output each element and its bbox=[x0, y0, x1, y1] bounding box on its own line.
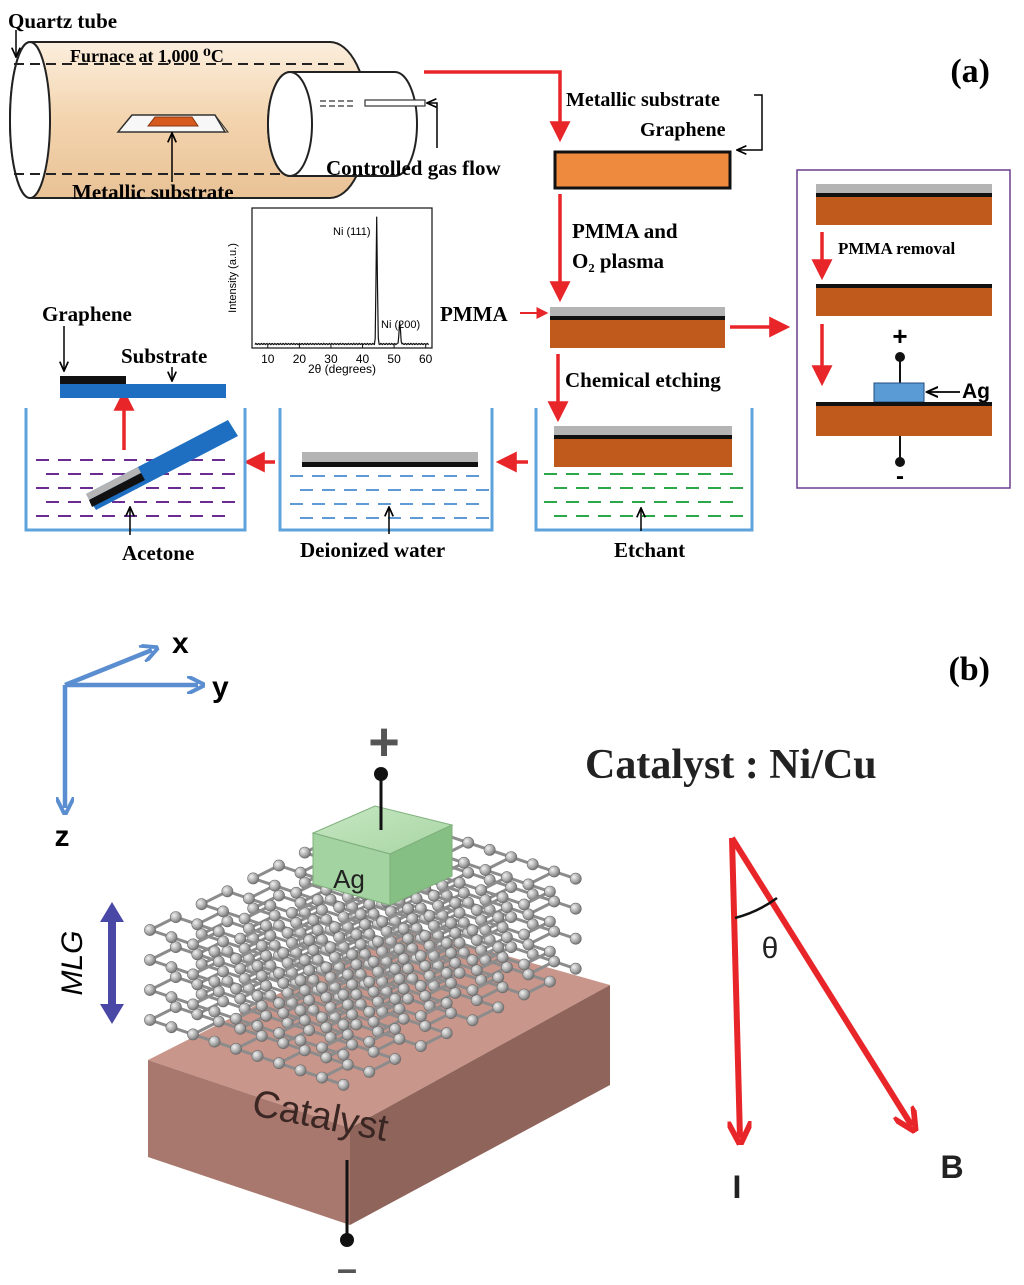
gas-flow-label: Controlled gas flow bbox=[326, 156, 501, 180]
removal-plus-sign: + bbox=[892, 321, 907, 351]
furnace-opening bbox=[9, 41, 51, 199]
ag-contact-label: Ag bbox=[962, 380, 990, 403]
water-beaker: Deionized water bbox=[278, 408, 494, 562]
deionized-water-label: Deionized water bbox=[300, 538, 445, 562]
xrd-trace bbox=[254, 216, 429, 346]
theta-label: θ bbox=[762, 932, 779, 965]
quartz-tube-label: Quartz tube bbox=[8, 9, 117, 33]
water-liquid bbox=[290, 475, 489, 519]
mlg-label: MLG bbox=[56, 930, 89, 995]
coordinate-axes: x y z bbox=[55, 627, 230, 853]
xrd-plot-frame bbox=[251, 207, 433, 349]
theta-arc bbox=[734, 896, 778, 920]
ag-block-label: Ag bbox=[333, 864, 365, 894]
pmma-layer bbox=[550, 307, 725, 317]
graphene-top-label: Graphene bbox=[640, 119, 726, 141]
xrd-tick-10: 10 bbox=[261, 352, 275, 366]
panel-a-label: (a) bbox=[950, 53, 990, 90]
xrd-inset: Intensity (a.u.) 10 20 30 40 50 60 Ni (1… bbox=[227, 207, 433, 376]
panel-b-label: (b) bbox=[948, 651, 990, 688]
arrow-furnace-to-substrate bbox=[424, 70, 571, 143]
xrd-ylabel: Intensity (a.u.) bbox=[227, 243, 239, 313]
catalyst-front-face bbox=[148, 1060, 350, 1225]
axis-y-label: y bbox=[212, 671, 229, 704]
current-field-vectors: θ I B bbox=[729, 836, 964, 1205]
copper-substrate bbox=[550, 320, 725, 348]
pmma-removal-label: PMMA removal bbox=[838, 239, 956, 258]
furnace-substrate bbox=[146, 116, 199, 127]
graphene-left-label: Graphene bbox=[42, 302, 132, 326]
pmma-step-line1: PMMA and bbox=[572, 219, 678, 243]
peak-label-ni111: Ni (111) bbox=[333, 226, 371, 238]
gas-nozzle bbox=[364, 99, 426, 107]
ag-plus-sign: + bbox=[368, 712, 400, 772]
ag-contact bbox=[873, 382, 925, 403]
pmma-label: PMMA bbox=[440, 302, 508, 326]
substrate-with-graphene bbox=[553, 150, 732, 190]
catalyst-side-face bbox=[350, 985, 610, 1225]
field-label: B bbox=[940, 1149, 963, 1185]
pmma-removal-box: PMMA removal + Ag - bbox=[796, 169, 1011, 490]
etchant-label: Etchant bbox=[614, 538, 685, 562]
xrd-tick-30: 30 bbox=[324, 352, 338, 366]
catalyst-minus-sign: – bbox=[337, 1248, 357, 1285]
xrd-x-ticks: 10 20 30 40 50 60 bbox=[261, 352, 433, 366]
catalyst-title: Catalyst : Ni/Cu bbox=[585, 742, 877, 788]
axis-z-label: z bbox=[55, 820, 70, 853]
ag-block: Ag + bbox=[311, 712, 454, 906]
xrd-tick-20: 20 bbox=[293, 352, 307, 366]
etchant-liquid bbox=[544, 473, 743, 517]
xrd-tick-40: 40 bbox=[356, 352, 370, 366]
mlg-indicator: MLG bbox=[56, 902, 124, 1024]
furnace-substrate-label: Metallic substrate bbox=[72, 180, 234, 204]
furnace: Quartz tube Furnace at 1,000 ⁰C Metallic… bbox=[8, 9, 501, 204]
xrd-tick-60: 60 bbox=[419, 352, 433, 366]
pmma-step-line2: O₂ plasma bbox=[572, 249, 665, 273]
pmma-coated-substrate: PMMA bbox=[440, 302, 725, 348]
etchant-beaker: Etchant bbox=[534, 408, 754, 562]
field-vector bbox=[729, 836, 912, 1126]
removal-minus-sign: - bbox=[896, 463, 904, 490]
current-label: I bbox=[733, 1169, 742, 1205]
acetone-beaker: Acetone bbox=[24, 408, 247, 565]
substrate-label: Substrate bbox=[121, 344, 207, 368]
panel-a: (a) Quartz tube Furnace at 1,000 ⁰C Meta… bbox=[8, 9, 1011, 565]
acetone-label: Acetone bbox=[122, 541, 194, 565]
axis-x-label: x bbox=[172, 627, 189, 660]
peak-label-ni200: Ni (200) bbox=[381, 319, 420, 331]
xrd-tick-50: 50 bbox=[387, 352, 401, 366]
metallic-substrate-step: Metallic substrate Graphene bbox=[553, 89, 763, 190]
metallic-substrate-label: Metallic substrate bbox=[566, 89, 720, 111]
current-vector bbox=[732, 837, 740, 1138]
furnace-label: Furnace at 1,000 ⁰C bbox=[70, 46, 224, 66]
chemical-etching-label: Chemical etching bbox=[565, 368, 721, 392]
transferred-graphene: Graphene Substrate bbox=[42, 302, 226, 398]
panel-b: (b) x y z Catalyst – Ag bbox=[55, 627, 991, 1285]
graphene-layer bbox=[550, 316, 725, 320]
xrd-xlabel: 2θ (degrees) bbox=[308, 362, 376, 376]
graphene-layer-3 bbox=[144, 838, 582, 1031]
